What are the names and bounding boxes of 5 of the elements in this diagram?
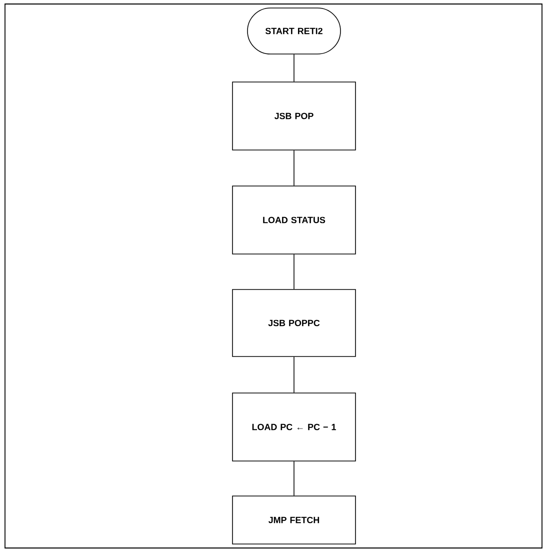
process-box: JMP FETCH — [232, 496, 356, 544]
process-box: JSB POP — [232, 82, 356, 150]
process-box: LOAD STATUS — [232, 186, 356, 254]
process-box: JSB POPPC — [232, 289, 356, 357]
process-box: LOAD PC ← PC − 1 — [232, 392, 356, 462]
